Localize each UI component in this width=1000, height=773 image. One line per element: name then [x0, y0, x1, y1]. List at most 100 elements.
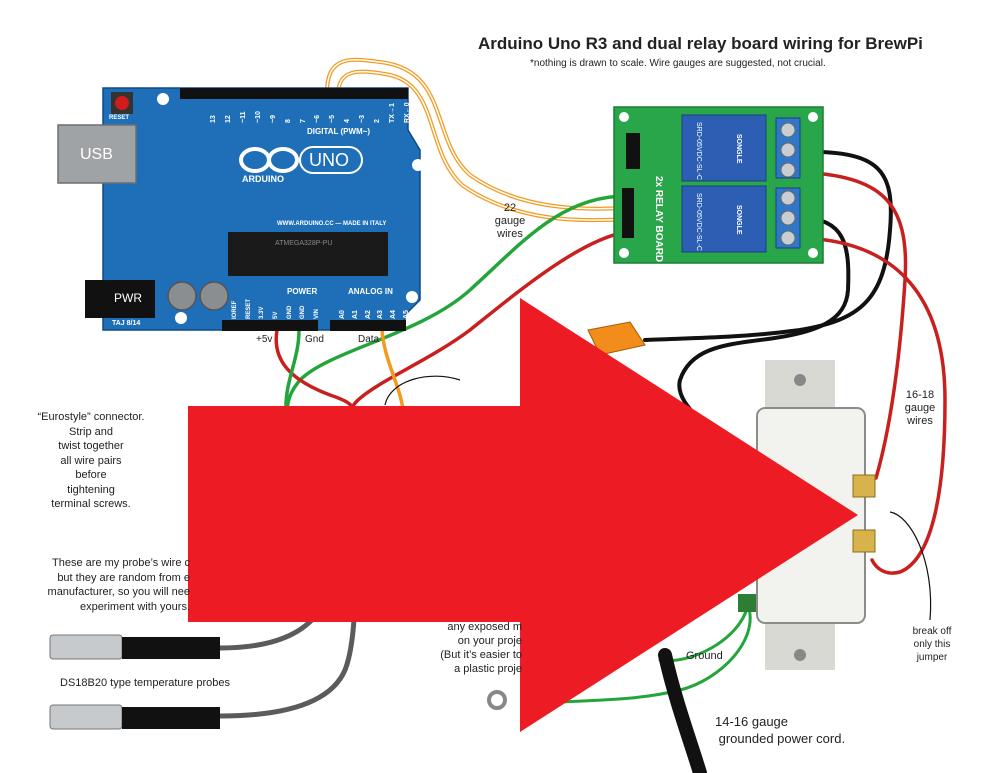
reset-label: RESET [109, 115, 130, 121]
reset-button [115, 96, 129, 110]
pin-label: ~5 [329, 115, 337, 123]
label-eurostyle: “Eurostyle” connector. Strip and twist t… [37, 411, 145, 510]
relay-1-model: SRD-05VDC-SL-C [695, 122, 702, 180]
pin-label: IOREF [231, 300, 238, 319]
analog-pin-labels: A0 A1 A2 A3 A4 A5 [330, 297, 409, 319]
pin-label: 12 [225, 115, 233, 123]
probe-1-tip [49, 634, 123, 660]
board-model: TAJ 8/14 [112, 320, 141, 327]
pin-label: 5V [273, 311, 279, 319]
pin-label: A0 [339, 310, 347, 319]
pin-label: 4 [344, 119, 352, 123]
label-exposed: any exposed m on your proje (But it’s ea… [440, 621, 522, 675]
diagram-title: Arduino Uno R3 and dual relay board wiri… [478, 34, 923, 53]
label-ground: Ground [686, 650, 723, 662]
pin-label: GND [286, 305, 293, 319]
wire-black-relay2 [677, 216, 851, 422]
pin-label: ~3 [359, 115, 366, 123]
annotation-arrow-jumper [889, 511, 932, 621]
relay-2-brand: SONGLE [735, 205, 742, 235]
usb-connector [57, 124, 137, 184]
wire-orange-data [380, 328, 405, 412]
label-probe-colors: These are my probe’s wire c but they are… [47, 557, 190, 613]
relay-input-header [622, 188, 634, 238]
pin-label: ~10 [255, 111, 262, 123]
power-jack [85, 280, 155, 318]
wire-red-relay2 [798, 236, 947, 575]
chip-label: ATMEGA328P-PU [275, 240, 333, 247]
pin-label: RX←0 [403, 102, 411, 123]
wires [217, 57, 947, 773]
pin-label: GND [300, 305, 307, 319]
ring-terminal [487, 690, 507, 710]
temperature-probes [49, 634, 220, 730]
relay-2-model: SRD-05VDC-SL-C [695, 193, 702, 251]
pin-label: A1 [352, 310, 359, 319]
label-ds18b20: DS18B20 type temperature probes [60, 677, 230, 689]
arduino-board [57, 87, 424, 331]
label-data: Data [358, 334, 380, 345]
relay-2 [681, 185, 767, 253]
annotation-arrow-connector [384, 375, 461, 406]
pin-label: ~9 [269, 115, 277, 123]
atmega-chip [228, 232, 388, 276]
uno-badge [299, 146, 363, 174]
pin-label: A3 [377, 310, 385, 319]
label-22-gauge: 22 gauge wires [494, 202, 526, 240]
label-gnd: Gnd [305, 334, 324, 345]
wire-black-relay1 [643, 149, 893, 342]
arduino-logo-name: ARDUINO [242, 174, 284, 184]
digital-header [180, 88, 408, 99]
pin-label: TX→1 [388, 103, 396, 123]
arduino-logo [239, 147, 299, 173]
pin-label: A2 [364, 310, 372, 319]
pin-label: 3.3V [259, 306, 266, 319]
pin-label: ~6 [314, 115, 322, 123]
capacitor-2 [199, 281, 229, 311]
label-power-cord: 14-16 gauge grounded power cord. [715, 714, 846, 746]
wire-red-relay1 [798, 170, 908, 480]
label-break-off: break off only this jumper [912, 626, 952, 663]
jumper [626, 133, 640, 169]
analog-header-label: ANALOG IN [348, 287, 393, 296]
pin-label: ~11 [240, 111, 248, 124]
pwr-label: PWR [114, 291, 142, 305]
power-header [222, 320, 318, 331]
usb-label: USB [80, 146, 113, 163]
pin-label: 2 [373, 119, 381, 123]
wire-green-relay [285, 194, 628, 412]
pin-label: A5 [402, 310, 410, 319]
uno-label: UNO [309, 150, 349, 170]
power-cord [658, 648, 707, 773]
capacitor-1 [167, 281, 197, 311]
label-16-gauge: 16-18 gauge wires [904, 389, 936, 427]
pin-label: 13 [210, 115, 218, 123]
wire-orange-1-core [326, 59, 627, 210]
pin-label: VIN [314, 308, 321, 319]
pin-label: RESET [245, 298, 252, 319]
probe-2-sleeve [122, 707, 220, 729]
probe-2-tip [49, 704, 123, 730]
arduino-url: WWW.ARDUINO.CC — MADE IN ITALY [277, 221, 387, 227]
wire-red-5v [274, 328, 356, 412]
relay-1-brand: SONGLE [735, 134, 742, 164]
wire-nut [587, 321, 646, 356]
probe-1-sleeve [122, 637, 220, 659]
relay-board-label: 2x RELAY BOARD [653, 176, 664, 263]
digital-pin-labels: 13 12 ~11 ~10 ~9 8 7 ~6 ~5 4 ~3 2 TX→1 RX←0 [200, 99, 411, 124]
power-header-label: POWER [287, 287, 318, 296]
wire-green-gnd [284, 328, 301, 412]
pin-label: A4 [390, 310, 397, 319]
relay-1 [681, 114, 767, 182]
big-red-arrow [188, 298, 858, 732]
wire-red-relay [350, 230, 628, 412]
diagram-subtitle: *nothing is drawn to scale. Wire gauges … [530, 58, 826, 69]
pin-label: 7 [299, 119, 307, 123]
relay-board [613, 106, 824, 264]
power-pin-labels: IOREF RESET 3.3V 5V GND GND VIN [222, 297, 321, 319]
analog-header [330, 320, 406, 331]
digital-header-label: DIGITAL (PWM~) [307, 127, 371, 136]
label-plus5v: +5v [256, 334, 273, 345]
pin-label: 8 [284, 119, 292, 123]
